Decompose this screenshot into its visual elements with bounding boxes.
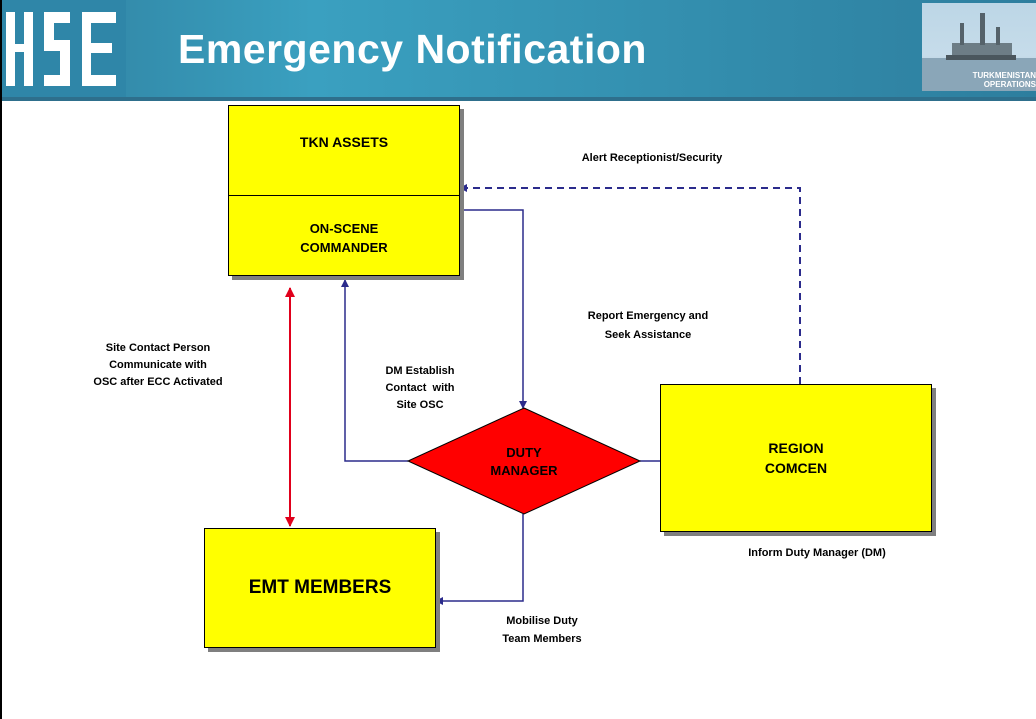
alert-connector — [459, 184, 801, 384]
mobilise-connector — [435, 514, 524, 605]
hse-logo-icon — [2, 0, 126, 97]
photo-caption: TURKMENISTAN OPERATIONS — [972, 71, 1036, 89]
emt-members-label: EMT MEMBERS — [248, 577, 392, 598]
emt-members-box: EMT MEMBERS — [204, 528, 436, 648]
hse-logo — [2, 0, 126, 97]
report-label-line1: Report Emergency and — [587, 310, 709, 322]
page-title: Emergency Notification — [178, 26, 647, 72]
dm-contact-connector — [341, 279, 408, 462]
osc-label-line2: COMMANDER — [300, 240, 388, 255]
site-contact-label-line2: Communicate with — [109, 359, 207, 371]
duty-manager-label-line1: DUTY — [506, 445, 542, 460]
site-contact-label-line1: Site Contact Person — [105, 342, 211, 354]
alert-label: Alert Receptionist/Security — [581, 152, 723, 164]
duty-manager-diamond — [406, 407, 642, 515]
header-divider — [2, 97, 1036, 101]
dm-contact-label-line3: Site OSC — [396, 399, 444, 411]
report-label-line2: Seek Assistance — [604, 329, 692, 341]
oil-rig-icon — [922, 13, 1036, 91]
duty-manager-label-line2: MANAGER — [490, 463, 558, 478]
region-label-line1: REGION — [768, 440, 824, 456]
osc-divider — [229, 195, 459, 196]
osc-label-line1: ON-SCENE — [309, 221, 379, 236]
mobilise-label-line1: Mobilise Duty — [506, 615, 578, 627]
inform-label: Inform Duty Manager (DM) — [748, 547, 886, 559]
header-bar: Emergency Notification TURKMENISTAN OPER… — [2, 0, 1036, 97]
tkn-assets-box: TKN ASSETS ON-SCENE COMMANDER — [228, 105, 460, 276]
mobilise-label-line2: Team Members — [502, 633, 582, 645]
region-label-line2: COMCEN — [764, 460, 828, 476]
dm-contact-label-line1: DM Establish — [385, 365, 455, 377]
report-connector — [460, 209, 527, 409]
site-contact-label-line3: OSC after ECC Activated — [93, 376, 223, 388]
dm-contact-label-line2: Contact with — [385, 382, 455, 394]
tkn-assets-label: TKN ASSETS — [299, 134, 389, 150]
region-comcen-box: REGION COMCEN — [660, 384, 932, 532]
rig-photo: TURKMENISTAN OPERATIONS — [922, 3, 1036, 91]
